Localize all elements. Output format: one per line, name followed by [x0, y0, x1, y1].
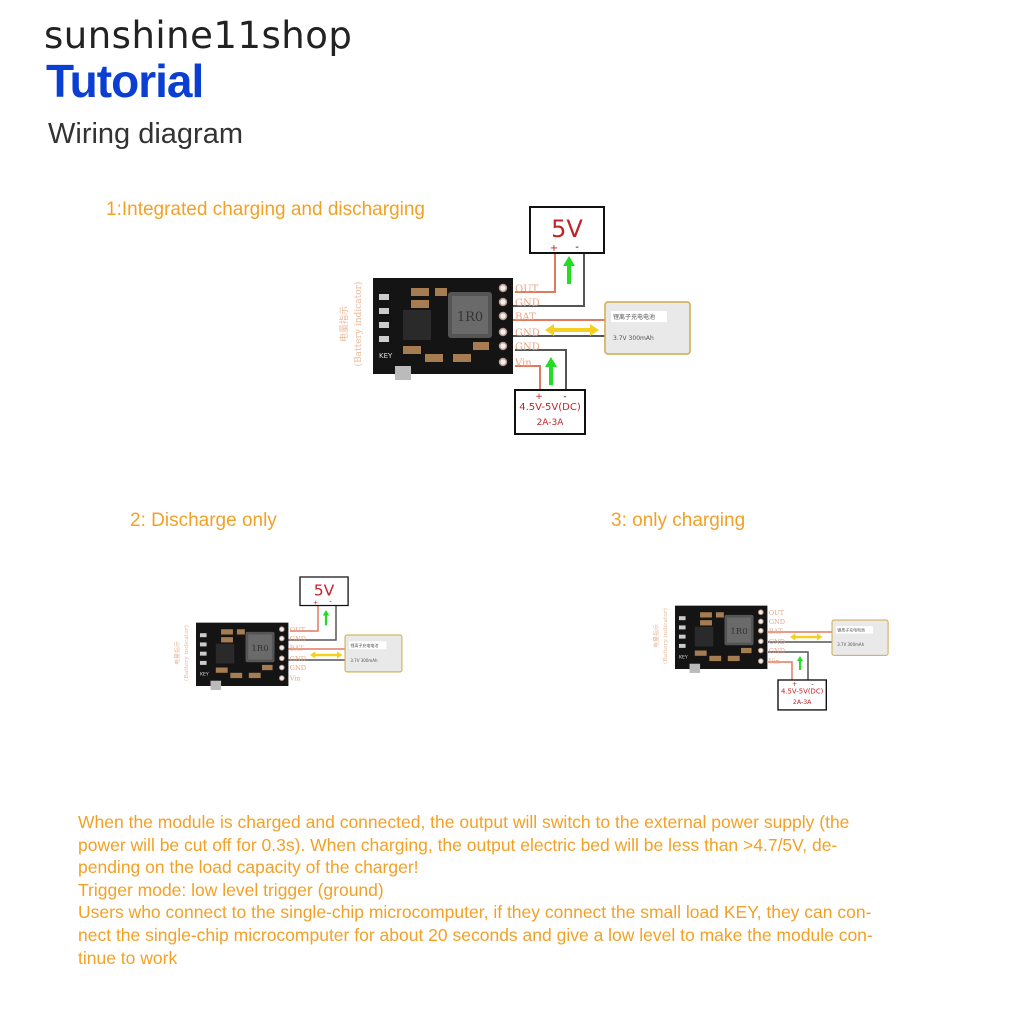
- output-minus: -: [575, 242, 579, 253]
- lipo-battery-small: [344, 634, 403, 673]
- note-line: When the module is charged and connected…: [78, 812, 850, 832]
- battery-label: 锂离子充电电池: [613, 313, 655, 321]
- pin-gnd: GND: [515, 298, 540, 309]
- up-arrow-icon: [796, 655, 804, 671]
- charger-module: (Battery indicator) 电量指示 KEY 1R0 OUT GND…: [338, 278, 540, 380]
- bidirectional-arrow-icon: [788, 632, 824, 642]
- charger-module-small: [172, 622, 307, 691]
- charger-module-small: [651, 605, 786, 674]
- pin-gnd: GND: [515, 342, 540, 353]
- key-label: KEY: [379, 352, 393, 360]
- up-arrow-icon: [561, 254, 577, 286]
- page-title: Tutorial: [46, 55, 204, 107]
- diagram-discharge-only: [172, 576, 403, 691]
- input-voltage: 4.5V-5V(DC): [519, 402, 581, 413]
- output-5v-box-small: [299, 576, 349, 607]
- section-title-1: 1:Integrated charging and discharging: [106, 199, 426, 220]
- diagram-charging-only: [651, 605, 889, 711]
- usage-notes: When the module is charged and connected…: [78, 811, 978, 969]
- note-line: Users who connect to the single-chip mic…: [78, 902, 872, 923]
- input-plus: +: [535, 392, 543, 402]
- input-current: 2A-3A: [537, 418, 565, 428]
- bidirectional-arrow-icon: [308, 650, 344, 660]
- note-line: tinue to work: [78, 947, 178, 968]
- input-minus: -: [563, 392, 566, 402]
- dc-input-box: 4.5V-5V(DC) 2A-3A + -: [514, 389, 586, 435]
- section-title-3: 3: only charging: [611, 510, 746, 531]
- page-subtitle: Wiring diagram: [48, 118, 243, 150]
- lipo-battery: 锂离子充电电池 3.7V 300mAh: [604, 301, 691, 355]
- output-plus: +: [550, 243, 558, 254]
- lipo-battery-small: [831, 619, 889, 656]
- note-line: power will be cut off for 0.3s). When ch…: [78, 834, 838, 855]
- pin-gnd: GND: [515, 328, 540, 339]
- dc-input-box-small: [777, 679, 827, 711]
- pin-bat: BAT: [515, 312, 536, 323]
- note-line: nect the single-chip microcomputer for a…: [78, 924, 873, 945]
- diagram-integrated: (Battery indicator) 电量指示 KEY 1R0 OUT GND…: [338, 206, 691, 435]
- output-5v-box: 5V + -: [529, 206, 605, 254]
- up-arrow-icon: [543, 355, 559, 387]
- pin-vin: Vin: [514, 358, 532, 369]
- battery-spec: 3.7V 300mAh: [613, 335, 654, 342]
- pin-out: OUT: [515, 284, 539, 295]
- note-line: pending on the load capacity of the char…: [78, 857, 419, 878]
- note-line: Trigger mode: low level trigger (ground): [78, 879, 384, 900]
- battery-indicator-label-cn: 电量指示: [338, 306, 350, 342]
- shop-name: sunshine11shop: [44, 14, 353, 57]
- section-title-2: 2: Discharge only: [130, 510, 277, 531]
- bidirectional-arrow-icon: [543, 322, 601, 338]
- battery-indicator-label: (Battery indicator): [353, 282, 364, 367]
- up-arrow-icon: [321, 608, 331, 627]
- inductor-marking: 1R0: [457, 310, 483, 325]
- output-voltage: 5V: [551, 215, 583, 243]
